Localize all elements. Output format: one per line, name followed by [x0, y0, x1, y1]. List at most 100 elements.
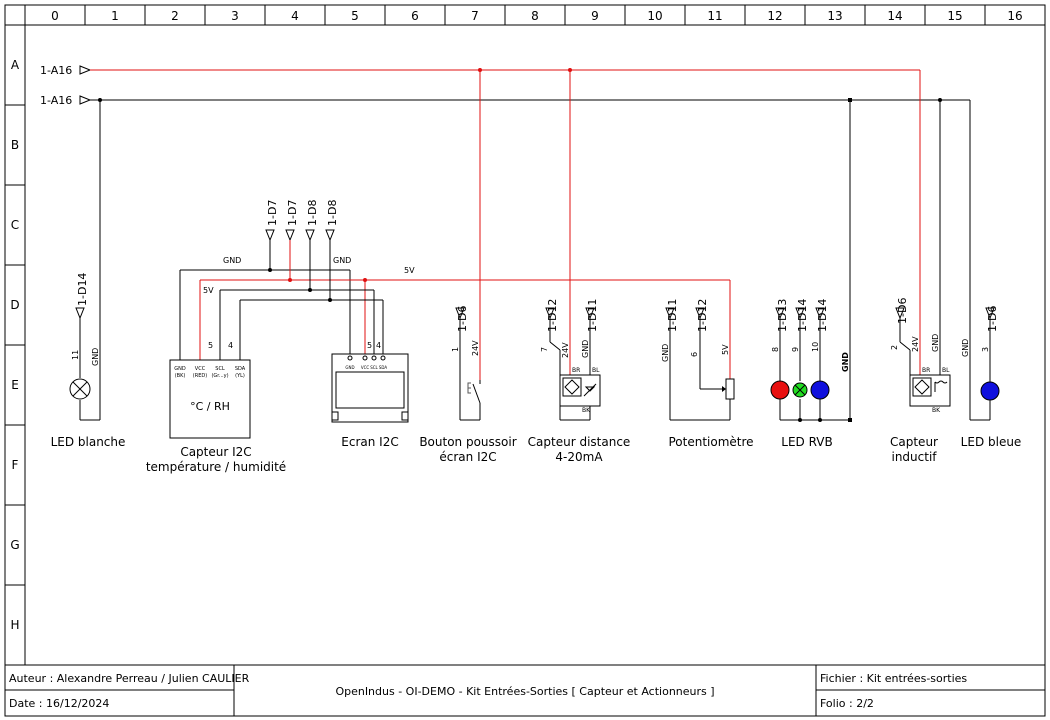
proximity-icon: [562, 377, 582, 397]
signal-arrow-icon: [75, 307, 85, 320]
pin-label: GND: [174, 366, 186, 372]
row-letter: B: [11, 138, 19, 152]
signal-arrow-icon: [815, 307, 825, 320]
row-letter: G: [10, 538, 19, 552]
component-label: 4-20mA: [555, 450, 603, 464]
pin-color: (YL): [235, 373, 245, 379]
column-number: 5: [351, 9, 359, 23]
signal-arrow-icon: [325, 229, 335, 242]
component-label: écran I2C: [439, 450, 496, 464]
signal-arrow-icon: [775, 307, 785, 320]
signal-tag: 1-D7: [286, 200, 299, 226]
row-letter: C: [11, 218, 19, 232]
rail-red-arrow-icon: [79, 65, 92, 75]
blue-led-icon: [980, 381, 1000, 401]
column-number: 8: [531, 9, 539, 23]
junction-dot: [798, 418, 802, 422]
rail-red: 1-A16: [40, 64, 920, 77]
rgb-led-icon: [810, 380, 830, 400]
pin-color: (Gr...y): [211, 373, 228, 379]
screen-pin-icon: [347, 355, 353, 361]
column-number: 16: [1007, 9, 1022, 23]
rail-black: 1-A16: [40, 94, 970, 107]
gnd-label: GND: [581, 340, 590, 358]
rail-black-arrow-icon: [79, 95, 92, 105]
row-letter: D: [10, 298, 19, 312]
signal-tag: 1-D6: [456, 306, 469, 332]
wire-color: BL: [942, 367, 950, 374]
pin-label: GND: [345, 365, 354, 370]
column-number: 4: [291, 9, 299, 23]
column-number: 15: [947, 9, 962, 23]
wire-color: BR: [572, 367, 580, 374]
screen-tab: [331, 411, 339, 421]
signal-arrow-icon: [455, 307, 465, 320]
pin-number: 10: [811, 342, 820, 352]
signal-tag: 1-D8: [306, 200, 319, 226]
wiper-arrow-icon: [722, 386, 726, 392]
signal-arrow-icon: [585, 307, 595, 320]
title-block: Auteur : Alexandre Perreau / Julien CAUL…: [5, 664, 1045, 716]
pin-number: 7: [540, 347, 549, 352]
wire-color: BK: [932, 407, 941, 414]
screen-display: [335, 371, 405, 409]
pin-number: 3: [981, 347, 990, 352]
screen-pin-icon: [380, 355, 386, 361]
signal-tag: 1-D14: [796, 299, 809, 332]
signal-arrow-icon: [985, 307, 995, 320]
pin-number: 9: [791, 347, 800, 352]
gnd-label: GND: [91, 348, 100, 366]
signal-arrow-icon: [265, 229, 275, 242]
pin-number: 8: [771, 347, 780, 352]
screen-pin-icon: [371, 355, 377, 361]
screen-tab: [401, 411, 409, 421]
signal-tag: 1-D12: [696, 299, 709, 332]
wire: [899, 341, 911, 351]
junction-dot: [268, 268, 272, 272]
pin-label: VCC: [195, 366, 206, 372]
pin-label: SDA: [379, 365, 388, 370]
component-label: Ecran I2C: [341, 435, 398, 449]
potentiometer-group: 1-D11 1-D12 GND 6 5V Potentiomètre: [661, 280, 754, 449]
component-label: inductif: [891, 450, 937, 464]
pin-number: 5: [208, 341, 213, 350]
gnd-label: GND: [333, 256, 351, 265]
junction-dot: [363, 278, 367, 282]
sensor-box: [169, 359, 251, 439]
gnd-label: GND: [961, 339, 970, 357]
gnd-label: GND: [661, 344, 670, 362]
signal-tag: 1-D13: [776, 299, 789, 332]
column-number: 7: [471, 9, 479, 23]
component-label: Bouton poussoir: [419, 435, 516, 449]
diode-icon: [584, 386, 596, 392]
wire: [549, 341, 561, 351]
signal-tag: 1-D7: [266, 200, 279, 226]
wire-color: BR: [922, 367, 930, 374]
5v-label: 5V: [203, 286, 214, 295]
column-number: 9: [591, 9, 599, 23]
component-label: Capteur: [890, 435, 938, 449]
date-field: Date : 16/12/2024: [9, 697, 109, 710]
signal-arrow-icon: [695, 307, 705, 320]
row-letter: H: [10, 618, 19, 632]
distance-sensor-group: 1-D12 1-D11 7 24V GND BR BL BK Capteur d…: [528, 70, 630, 464]
sheet-frame: [4, 4, 1046, 717]
pin-number: 11: [71, 350, 80, 360]
pin-label: SCL: [370, 365, 378, 370]
resistor-icon: [725, 378, 735, 400]
component-label: Potentiomètre: [668, 435, 753, 449]
row-letter: E: [11, 378, 19, 392]
component-label: Capteur I2C: [180, 445, 251, 459]
led-blue-group: 1-D6 3 GND LED bleue: [961, 100, 1021, 449]
rgb-led-icon: [770, 380, 790, 400]
drawing-title: OpenIndus - OI-DEMO - Kit Entrées-Sortie…: [335, 685, 714, 698]
column-number: 0: [51, 9, 59, 23]
signal-arrow-icon: [795, 307, 805, 320]
proximity-diamond: [564, 379, 580, 395]
pin-number: 6: [690, 352, 699, 357]
column-number: 2: [171, 9, 179, 23]
column-number: 6: [411, 9, 419, 23]
pin-label: VCC: [361, 365, 370, 370]
